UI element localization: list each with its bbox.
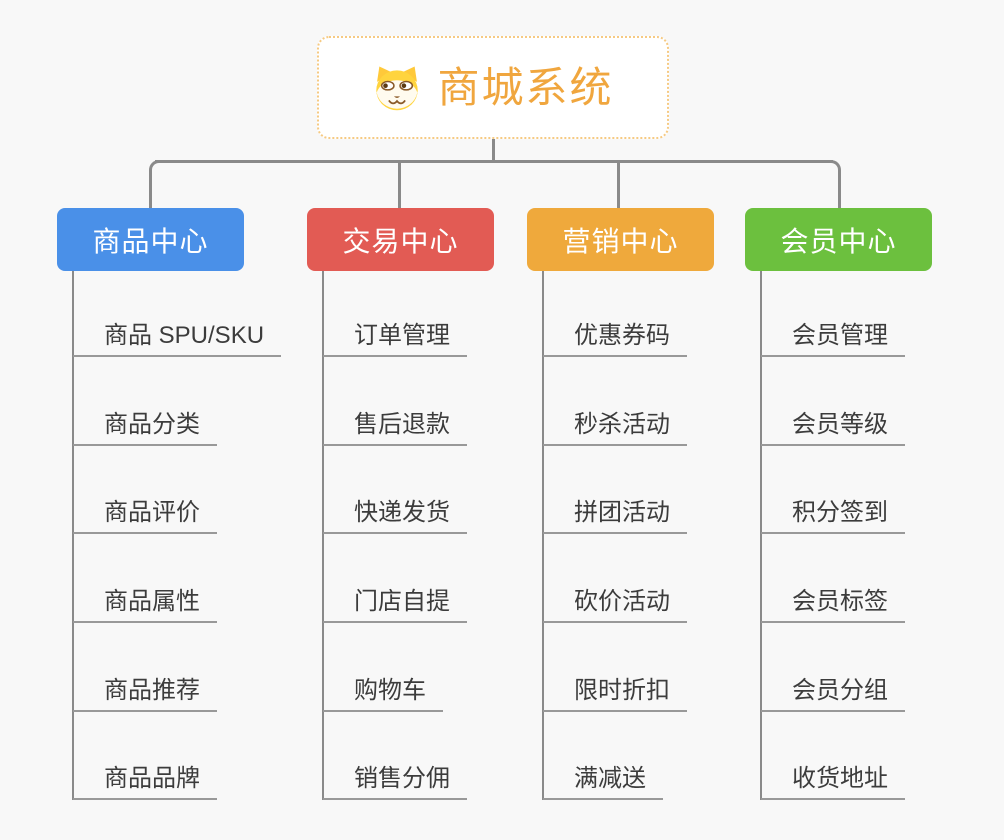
branch-node-marketing-center[interactable]: 营销中心 <box>527 208 714 271</box>
leaf-node[interactable]: 砍价活动 <box>543 581 687 623</box>
connector-root-stub <box>492 138 495 162</box>
branch-trunk-line <box>760 271 762 800</box>
branch-node-member-center[interactable]: 会员中心 <box>745 208 932 271</box>
connector-drop-line <box>398 162 401 208</box>
branch-trunk-line <box>322 271 324 800</box>
leaf-node[interactable]: 会员等级 <box>761 404 905 446</box>
leaf-node[interactable]: 会员管理 <box>761 315 905 357</box>
leaf-node[interactable]: 会员标签 <box>761 581 905 623</box>
leaf-node[interactable]: 商品 SPU/SKU <box>73 315 282 357</box>
dog-face-icon <box>372 65 422 111</box>
leaf-node[interactable]: 销售分佣 <box>323 758 467 800</box>
leaf-node[interactable]: 限时折扣 <box>543 670 687 712</box>
leaf-node[interactable]: 满减送 <box>543 758 663 800</box>
leaf-node[interactable]: 门店自提 <box>323 581 467 623</box>
connector-drop-line <box>617 162 620 208</box>
leaf-node[interactable]: 优惠券码 <box>543 315 687 357</box>
leaf-node[interactable]: 购物车 <box>323 670 443 712</box>
connector-elbow-left <box>149 160 163 208</box>
branch-trunk-line <box>542 271 544 800</box>
connector-elbow-right <box>827 160 841 208</box>
leaf-node[interactable]: 商品评价 <box>73 492 217 534</box>
leaf-node[interactable]: 会员分组 <box>761 670 905 712</box>
branch-node-trade-center[interactable]: 交易中心 <box>307 208 494 271</box>
leaf-node[interactable]: 商品分类 <box>73 404 217 446</box>
leaf-node[interactable]: 订单管理 <box>323 315 467 357</box>
leaf-node[interactable]: 售后退款 <box>323 404 467 446</box>
root-node[interactable]: 商城系统 <box>317 36 669 139</box>
leaf-node[interactable]: 收货地址 <box>761 758 905 800</box>
leaf-node[interactable]: 快递发货 <box>323 492 467 534</box>
branch-trunk-line <box>72 271 74 800</box>
leaf-node[interactable]: 积分签到 <box>761 492 905 534</box>
leaf-node[interactable]: 商品推荐 <box>73 670 217 712</box>
leaf-node[interactable]: 商品品牌 <box>73 758 217 800</box>
root-title: 商城系统 <box>437 63 614 111</box>
branch-node-product-center[interactable]: 商品中心 <box>57 208 244 271</box>
leaf-node[interactable]: 秒杀活动 <box>543 404 687 446</box>
leaf-node[interactable]: 商品属性 <box>73 581 217 623</box>
leaf-node[interactable]: 拼团活动 <box>543 492 687 534</box>
connector-horizontal-line <box>155 160 833 163</box>
